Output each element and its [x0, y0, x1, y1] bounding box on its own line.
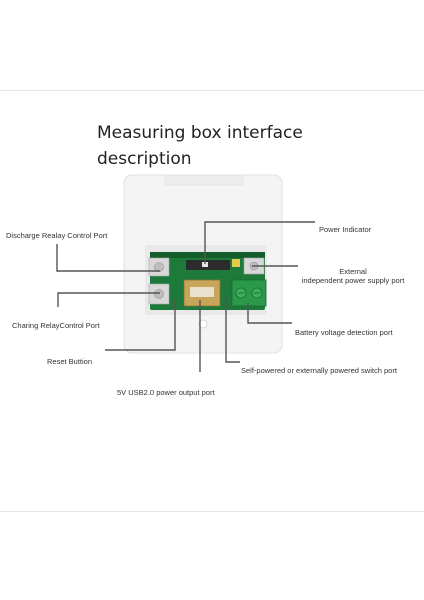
leader-discharge: [56, 244, 160, 272]
label-usb-output-port: 5V USB2.0 power output port: [117, 388, 215, 397]
power-indicator-led: [202, 262, 208, 267]
label-battery-voltage-port: Battery voltage detection port: [295, 328, 393, 337]
reset-hole: [198, 319, 208, 329]
enclosure-top-lip: [164, 174, 244, 186]
title-line-1: Measuring box interface: [97, 123, 303, 143]
label-reset-button: Reset Buttion: [47, 357, 93, 366]
leader-charging: [57, 292, 160, 307]
label-charging-relay-port: Charing RelayControl Port: [12, 321, 100, 330]
leader-lines: [56, 221, 315, 372]
label-external-line-2: independent power supply port: [301, 276, 405, 285]
label-power-indicator: Power Indicator: [319, 225, 372, 234]
diagram-title: Measuring box interface description: [97, 120, 357, 172]
leader-reset: [105, 299, 176, 351]
label-power-switch-port: Self-powered or externally powered switc…: [241, 366, 397, 375]
usb-port-inner: [190, 287, 214, 297]
small-component: [232, 259, 240, 267]
pcb-shade: [150, 252, 265, 258]
label-discharge-relay-port: Discharge Realay Control Port: [6, 231, 108, 240]
leader-switch: [225, 297, 240, 363]
title-line-2: description: [97, 149, 192, 169]
leader-battery: [247, 303, 292, 324]
leader-power-indicator: [204, 221, 315, 264]
charging-terminal-screw: [154, 289, 164, 299]
discharge-terminal-screw: [154, 262, 164, 272]
label-external-line-1: External: [339, 267, 367, 276]
label-external-power-port: External independent power supply port: [298, 267, 408, 285]
